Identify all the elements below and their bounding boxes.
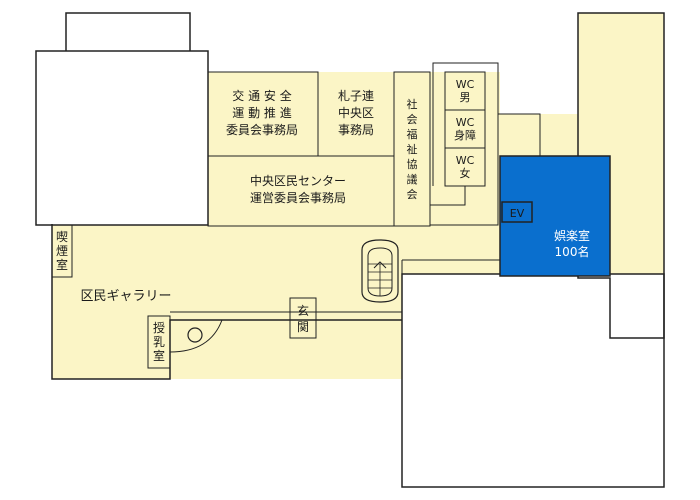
label-wc-women: WC (456, 154, 475, 167)
label-recreation: 100名 (555, 244, 590, 259)
offices-block (208, 72, 430, 226)
nursing-curve (169, 319, 223, 353)
label-social-welfare: 社 (407, 97, 418, 111)
label-sapporo-chuo: 札子連 (338, 89, 374, 103)
floor-area (52, 13, 664, 379)
mid-block (498, 114, 578, 156)
label-wc-women: 女 (460, 166, 471, 180)
label-wc-accessible: 身障 (454, 128, 476, 142)
smoking-room[interactable] (51, 224, 73, 278)
label-elevator: EV (510, 207, 525, 220)
label-nursing: 授 (153, 320, 165, 335)
label-social-welfare: 福 (407, 127, 418, 141)
label-smoking: 煙 (56, 244, 68, 258)
label-sapporo-chuo: 事務局 (338, 123, 374, 137)
label-recreation: 娯楽室 (554, 228, 590, 243)
label-community-center: 中央区民センター (250, 173, 346, 188)
bottom-right-building (401, 273, 665, 488)
label-sapporo-chuo: 中央区 (338, 105, 374, 120)
nursing-room[interactable] (147, 315, 171, 369)
top-left-block (65, 12, 191, 54)
corridor-outline (497, 63, 541, 156)
recreation-room[interactable] (499, 155, 611, 277)
stair-icon (361, 239, 399, 303)
label-entrance: 玄 (297, 303, 309, 318)
label-nursing: 室 (153, 348, 165, 363)
gallery-outline (51, 224, 402, 380)
label-smoking: 室 (56, 257, 68, 272)
label-social-welfare: 協 (407, 158, 418, 171)
label-traffic-office: 交 通 安 全 (232, 88, 291, 103)
label-social-welfare: 議 (407, 172, 418, 186)
label-wc-men: 男 (460, 91, 471, 104)
label-wc-men: WC (456, 78, 475, 91)
label-entrance: 関 (297, 320, 309, 334)
label-nursing: 乳 (153, 335, 165, 349)
label-smoking: 喫 (56, 230, 68, 244)
label-social-welfare: 会 (407, 113, 418, 126)
left-building (35, 50, 209, 226)
corridor-block (400, 72, 500, 278)
wc-stair (430, 186, 466, 206)
entrance[interactable] (289, 297, 317, 339)
social-welfare-room[interactable] (393, 71, 431, 227)
label-social-welfare: 会 (407, 188, 418, 201)
label-wc-accessible: WC (456, 116, 475, 129)
label-social-welfare: 祉 (407, 143, 418, 156)
right-wing-outline (577, 12, 665, 339)
elevator[interactable] (501, 201, 533, 223)
gallery-block (52, 224, 402, 379)
label-community-center: 運営委員会事務局 (250, 191, 346, 205)
sink-icon (187, 327, 203, 343)
label-traffic-office: 運 動 推 進 (232, 106, 291, 120)
label-traffic-office: 委員会事務局 (226, 123, 298, 137)
label-gallery: 区民ギャラリー (80, 289, 171, 304)
